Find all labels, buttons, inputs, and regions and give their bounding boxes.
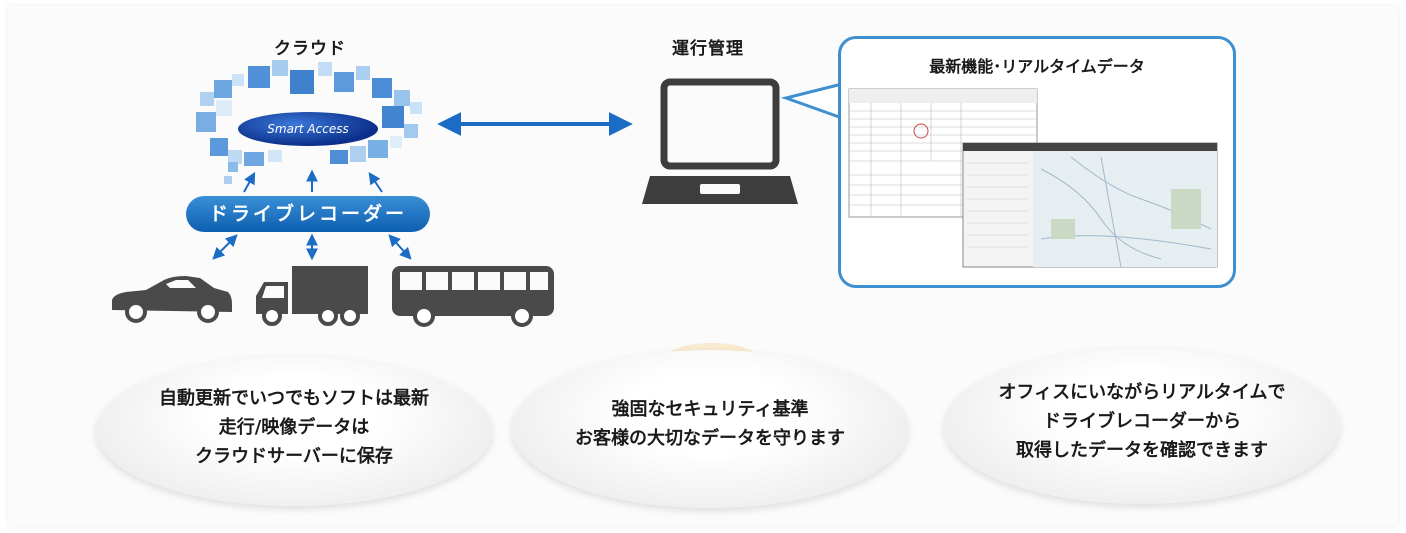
- car-arrow: [212, 234, 238, 260]
- feature-line: オフィスにいながらリアルタイムで: [998, 382, 1286, 403]
- feature-line: 取得したデータを確認できます: [1016, 440, 1268, 461]
- feature-text-realtime: オフィスにいながらリアルタイムで ドライブレコーダーから 取得したデータを確認で…: [944, 378, 1340, 465]
- feature-text-auto-update: 自動更新でいつでもソフトは最新 走行/映像データは クラウドサーバーに保存: [96, 384, 492, 471]
- laptop-icon: [642, 78, 798, 204]
- feature-line: 走行/映像データは: [218, 417, 370, 438]
- truck-icon: [256, 266, 368, 326]
- feature-bubble: 最新機能･リアルタイムデータ: [838, 36, 1236, 288]
- feature-oval-security: 強固なセキュリティ基準 お客様の大切なデータを守ります: [512, 350, 908, 508]
- cloud-mosaic: [196, 60, 422, 184]
- feature-line: 自動更新でいつでもソフトは最新: [159, 388, 429, 409]
- feature-line: お客様の大切なデータを守ります: [575, 428, 845, 449]
- map-screen: [962, 142, 1218, 268]
- bubble-tail: [780, 82, 843, 120]
- bus-arrow: [388, 234, 412, 260]
- drive-recorder-label: ドライブレコーダー: [186, 196, 430, 232]
- smart-access-logo: Smart Access: [238, 112, 378, 146]
- feature-line: ドライブレコーダーから: [1043, 411, 1241, 432]
- cloud-title: クラウド: [274, 39, 346, 59]
- upload-arrow-right: [368, 172, 383, 193]
- feature-text-security: 強固なセキュリティ基準 お客様の大切なデータを守ります: [512, 395, 908, 453]
- feature-line: クラウドサーバーに保存: [195, 446, 393, 467]
- operations-title: 運行管理: [672, 39, 744, 59]
- feature-oval-auto-update: 自動更新でいつでもソフトは最新 走行/映像データは クラウドサーバーに保存: [96, 356, 492, 506]
- car-icon: [112, 276, 232, 323]
- bus-icon: [392, 266, 554, 327]
- feature-oval-realtime: オフィスにいながらリアルタイムで ドライブレコーダーから 取得したデータを確認で…: [944, 348, 1340, 504]
- feature-line: 強固なセキュリティ基準: [611, 399, 809, 420]
- bubble-title: 最新機能･リアルタイムデータ: [929, 57, 1145, 76]
- upload-arrow-left: [243, 171, 256, 193]
- screens-mock: [848, 88, 1218, 268]
